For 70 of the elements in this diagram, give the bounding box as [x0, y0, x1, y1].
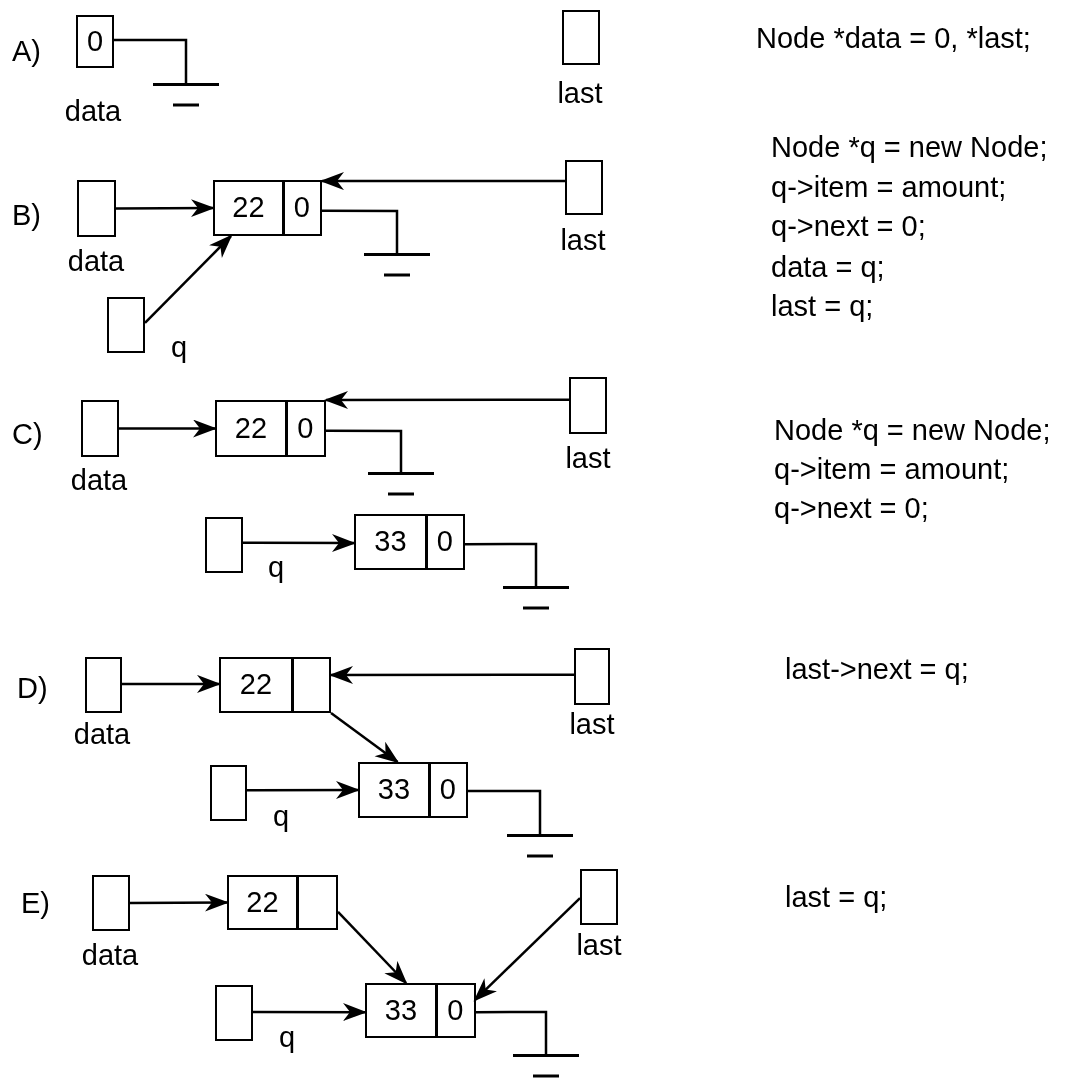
- arrow: [116, 199, 215, 218]
- ground-symbol: [368, 472, 434, 496]
- connector-line: [465, 542, 538, 586]
- pointer-box: 0: [76, 15, 114, 68]
- code-line: last = q;: [771, 291, 874, 323]
- variable-label: data: [81, 940, 139, 972]
- pointer-box: [205, 517, 243, 573]
- arrow: [337, 911, 408, 985]
- arrow: [253, 1003, 367, 1022]
- pointer-box: [92, 875, 130, 931]
- pointer-box: [107, 297, 145, 353]
- variable-label: last: [569, 709, 615, 741]
- pointer-box: [210, 765, 247, 821]
- variable-label: q: [170, 332, 188, 364]
- code-line: q->next = 0;: [771, 211, 926, 243]
- ground-symbol: [513, 1054, 579, 1078]
- variable-label: last: [576, 930, 622, 962]
- arrow: [243, 534, 356, 553]
- ground-symbol: [503, 586, 569, 610]
- pointer-box: [85, 657, 122, 713]
- connector-line: [326, 429, 403, 472]
- arrow: [130, 893, 229, 912]
- connector-line: [476, 1010, 548, 1054]
- step-label: E): [21, 888, 50, 920]
- variable-label: q: [267, 552, 285, 584]
- arrow: [320, 172, 565, 191]
- connector-line: [322, 209, 399, 253]
- code-line: q->item = amount;: [771, 172, 1007, 204]
- variable-label: data: [70, 465, 128, 497]
- step-label: D): [17, 673, 48, 705]
- variable-label: last: [560, 225, 606, 257]
- code-line: last = q;: [785, 882, 888, 914]
- variable-label: data: [64, 96, 122, 128]
- pointer-box: [562, 10, 600, 65]
- ground-symbol: [507, 834, 573, 858]
- code-line: q->item = amount;: [774, 454, 1010, 486]
- code-line: Node *q = new Node;: [774, 415, 1051, 447]
- arrow: [330, 712, 400, 764]
- pointer-box: [215, 985, 253, 1041]
- arrow: [144, 234, 233, 324]
- connector-line: [114, 38, 188, 83]
- variable-label: q: [278, 1022, 296, 1054]
- step-label: C): [12, 419, 43, 451]
- pointer-box: [580, 869, 618, 925]
- code-line: Node *q = new Node;: [771, 132, 1048, 164]
- arrow: [247, 781, 360, 800]
- step-label: A): [12, 36, 41, 68]
- ground-symbol: [153, 83, 219, 107]
- variable-label: last: [557, 78, 603, 110]
- arrow: [324, 391, 569, 409]
- variable-label: last: [565, 443, 611, 475]
- arrow: [119, 419, 217, 438]
- code-line: data = q;: [771, 252, 885, 284]
- connector-line: [468, 789, 542, 834]
- step-label: B): [12, 200, 41, 232]
- ground-symbol: [364, 253, 430, 277]
- pointer-box: [569, 377, 607, 434]
- code-line: last->next = q;: [785, 654, 969, 686]
- variable-label: data: [73, 719, 131, 751]
- pointer-box: [77, 180, 116, 237]
- pointer-box: [81, 400, 119, 457]
- arrow: [473, 897, 581, 1002]
- pointer-box: [565, 160, 603, 215]
- variable-label: data: [67, 246, 125, 278]
- arrow: [329, 665, 574, 684]
- code-line: Node *data = 0, *last;: [756, 23, 1031, 55]
- variable-label: q: [272, 801, 290, 833]
- code-line: q->next = 0;: [774, 493, 929, 525]
- arrow: [122, 674, 221, 693]
- pointer-box: [574, 648, 610, 705]
